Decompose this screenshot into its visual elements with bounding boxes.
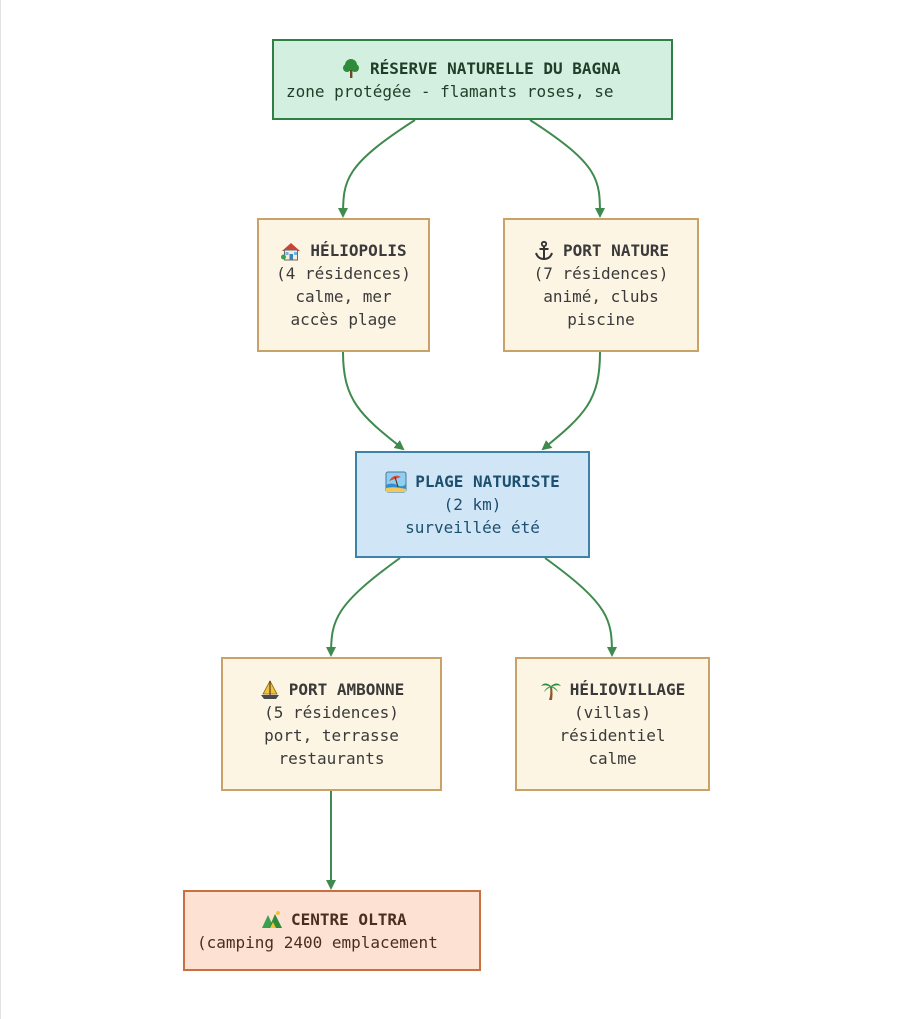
node-title: PORT NATURE bbox=[563, 241, 669, 260]
house-icon bbox=[280, 240, 302, 262]
edge-port-nature-plage bbox=[541, 351, 601, 451]
sailboat-icon bbox=[259, 679, 281, 701]
node-title: CENTRE OLTRA bbox=[291, 909, 407, 929]
node-residences: (7 résidences) bbox=[533, 264, 669, 283]
node-description: restaurants bbox=[278, 749, 385, 768]
node-title: HÉLIOVILLAGE bbox=[569, 680, 686, 699]
edge-reserve-port-nature bbox=[529, 119, 605, 218]
node-description: piscine bbox=[567, 310, 635, 329]
edge-reserve-heliopolis bbox=[338, 119, 416, 218]
anchor-icon bbox=[533, 240, 555, 262]
node-centre-oltra[interactable]: CENTRE OLTRA (camping 2400 emplacement bbox=[183, 890, 481, 971]
tree-icon bbox=[340, 57, 362, 79]
node-port-ambonne[interactable]: PORT AMBONNE (5 résidences) port, terras… bbox=[221, 657, 442, 791]
edge-heliopolis-plage bbox=[342, 351, 405, 451]
node-heliopolis[interactable]: HÉLIOPOLIS (4 résidences) calme, mer acc… bbox=[257, 218, 430, 352]
frame-border bbox=[0, 0, 1, 1019]
node-reserve-naturelle[interactable]: RÉSERVE NATURELLE DU BAGNA zone protégée… bbox=[272, 39, 673, 120]
node-description: animé, clubs bbox=[543, 287, 659, 306]
node-description: (camping 2400 emplacement bbox=[197, 932, 438, 952]
node-plage-naturiste[interactable]: PLAGE NATURISTE (2 km) surveillée été bbox=[355, 451, 590, 558]
node-description: calme, mer bbox=[295, 287, 392, 306]
node-description: zone protégée - flamants roses, se bbox=[286, 81, 614, 101]
node-title: PORT AMBONNE bbox=[288, 680, 405, 699]
node-length: (2 km) bbox=[443, 495, 502, 514]
node-description: calme bbox=[588, 749, 637, 768]
node-title: PLAGE NATURISTE bbox=[415, 472, 560, 491]
edge-plage-port-ambonne bbox=[326, 557, 401, 657]
node-title: HÉLIOPOLIS bbox=[310, 241, 407, 260]
node-residences: (5 résidences) bbox=[264, 703, 399, 722]
node-port-nature[interactable]: PORT NATURE (7 résidences) animé, clubs … bbox=[503, 218, 699, 352]
node-description: port, terrasse bbox=[264, 726, 399, 745]
node-description: accès plage bbox=[290, 310, 397, 329]
node-type: (villas) bbox=[573, 703, 652, 722]
node-heliovillage[interactable]: HÉLIOVILLAGE (villas) résidentiel calme bbox=[515, 657, 710, 791]
edge-plage-heliovillage bbox=[544, 557, 617, 657]
node-title: RÉSERVE NATURELLE DU BAGNA bbox=[370, 58, 621, 78]
node-description: surveillée été bbox=[405, 518, 540, 537]
beach-icon bbox=[385, 471, 407, 493]
node-description: résidentiel bbox=[559, 726, 666, 745]
palm-tree-icon bbox=[540, 679, 562, 701]
node-residences: (4 résidences) bbox=[276, 264, 411, 283]
camping-icon bbox=[261, 908, 283, 930]
